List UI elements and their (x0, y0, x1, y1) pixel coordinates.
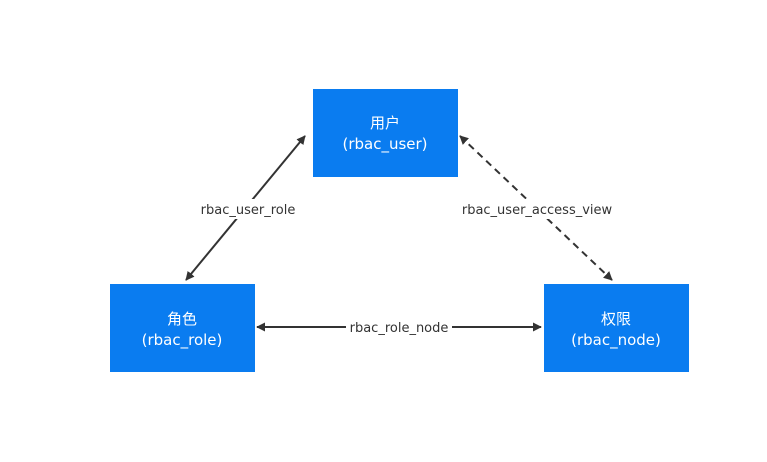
edge-user-role-label: rbac_user_role (201, 203, 296, 218)
node-role-title: 角色 (167, 310, 197, 328)
node-permission[interactable]: 权限 (rbac_node) (544, 284, 689, 372)
edge-role-node-label-bg (346, 317, 452, 337)
edge-user-access-view-label-bg (466, 199, 610, 219)
node-role[interactable]: 角色 (rbac_role) (110, 284, 255, 372)
edge-user-access-view (459, 135, 613, 281)
node-user-subtitle: (rbac_user) (342, 135, 427, 154)
node-user-title: 用户 (370, 114, 400, 132)
node-permission-title: 权限 (601, 310, 631, 328)
node-permission-box (544, 284, 689, 372)
node-permission-subtitle: (rbac_node) (571, 331, 661, 350)
node-user-box (313, 89, 458, 177)
node-role-box (110, 284, 255, 372)
node-role-subtitle: (rbac_role) (142, 331, 223, 350)
edge-role-node-label: rbac_role_node (350, 321, 449, 336)
edge-user-access-view-label: rbac_user_access_view (462, 203, 613, 218)
edge-user-role-label-bg (196, 199, 300, 219)
node-user[interactable]: 用户 (rbac_user) (313, 89, 458, 177)
